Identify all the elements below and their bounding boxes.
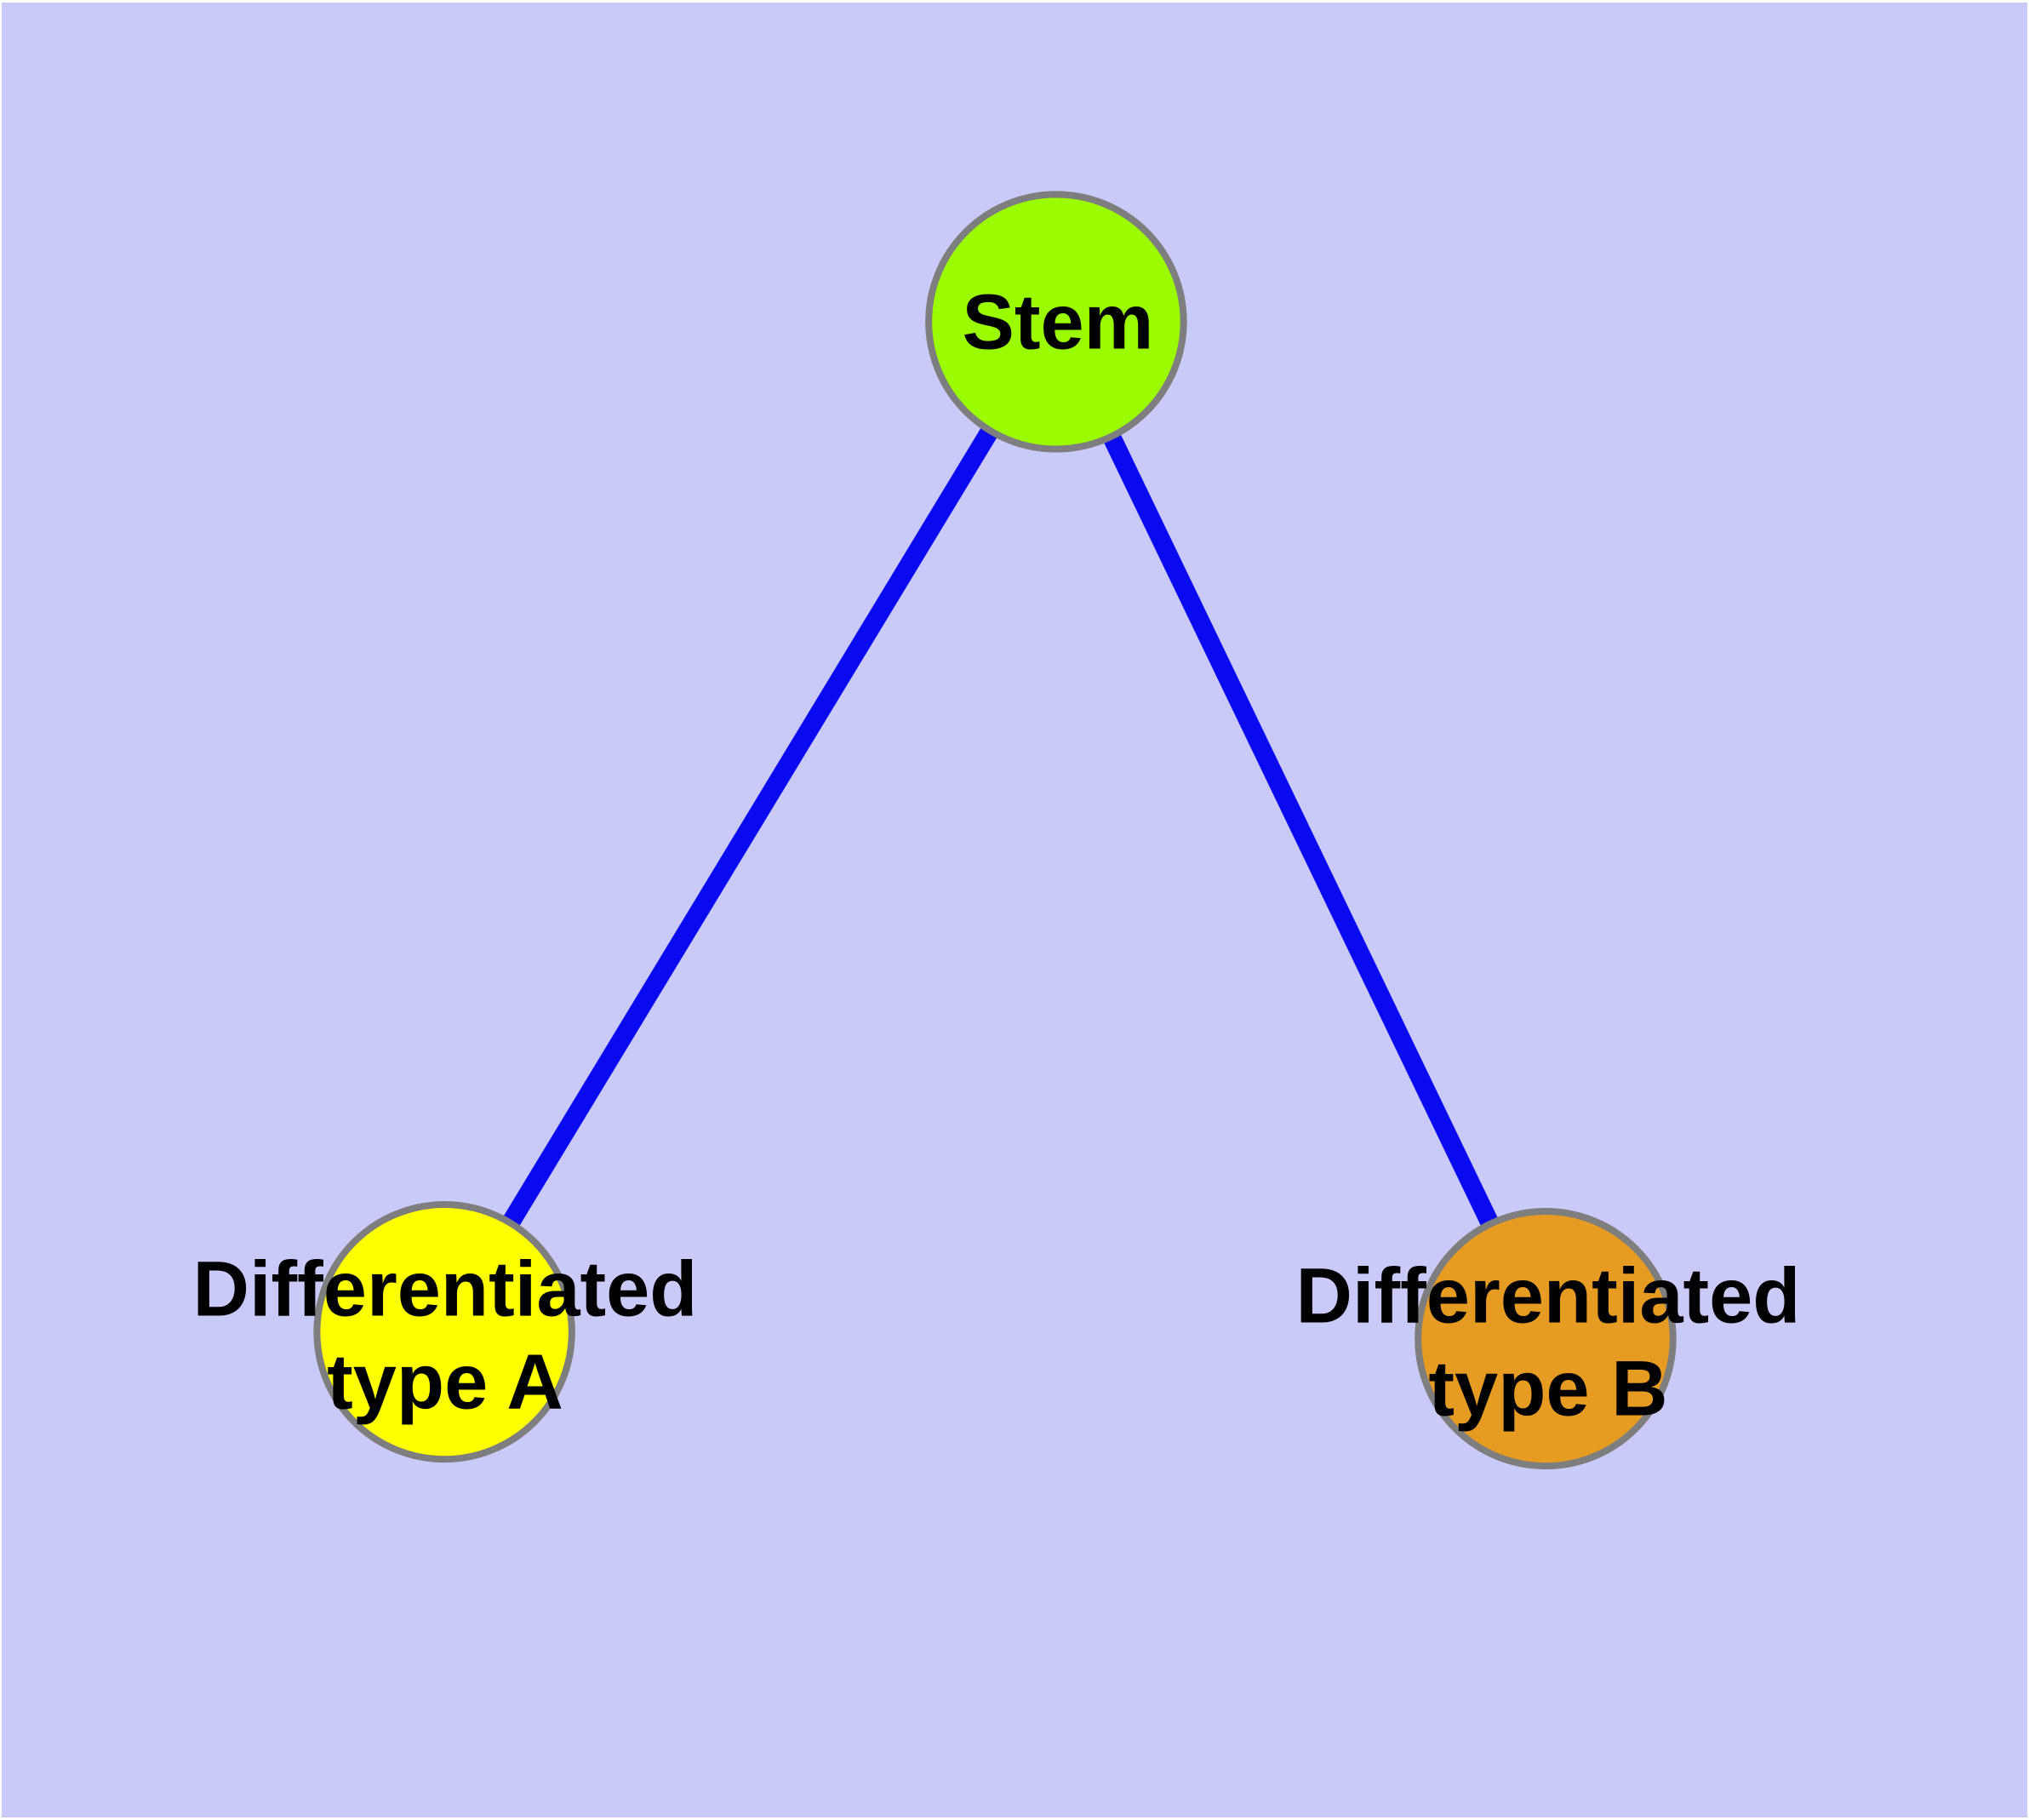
plot-area: Stem Differentiated type A Differentiate… [2,3,2027,1817]
label-line: type B [1428,1345,1668,1432]
node-stem-circle [925,191,1187,453]
label-line: Differentiated [1295,1252,1801,1340]
node-label-type-a: Differentiated type A [193,1243,698,1428]
edge-stem-to-type-b [1048,318,1554,1343]
node-type-b-circle [1415,1208,1677,1470]
edge-stem-to-type-a [436,317,1065,1337]
node-label-type-b: Differentiated type B [1296,1250,1801,1434]
label-line: type A [327,1338,563,1425]
label-line: Differentiated [192,1245,698,1333]
label-line: Stem [962,278,1154,366]
node-type-a-circle [313,1201,575,1463]
node-label-stem: Stem [963,277,1154,369]
graph-svg [313,191,1677,1470]
